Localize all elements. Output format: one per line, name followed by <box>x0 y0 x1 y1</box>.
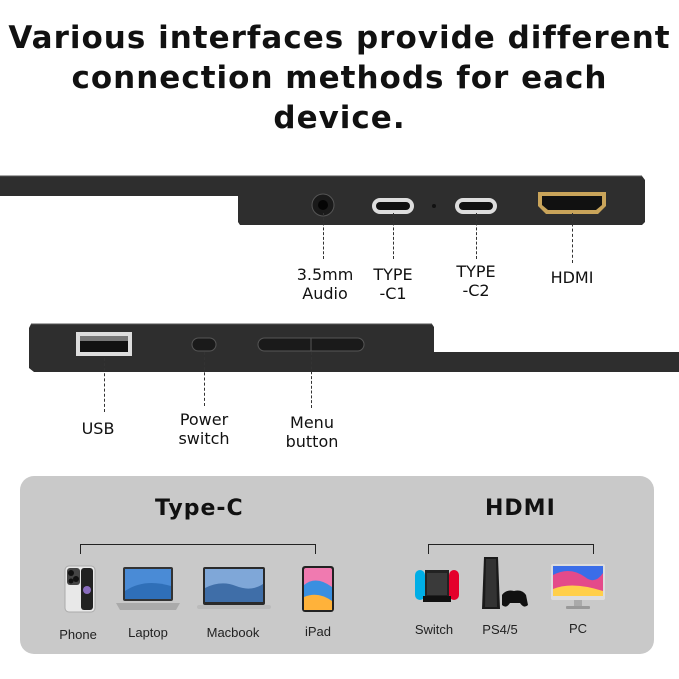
playstation-icon <box>482 557 528 609</box>
hdmi-section-title: HDMI <box>485 496 556 521</box>
type-c2-port-icon <box>455 198 497 214</box>
power-switch-icon <box>191 337 217 352</box>
laptop-label: Laptop <box>128 625 168 640</box>
laptop-icon <box>116 567 180 610</box>
type-c1-label: TYPE-C1 <box>373 265 413 303</box>
hdmi-leader-line <box>572 213 573 263</box>
audio-leader-line <box>323 213 324 259</box>
usb-port-icon <box>76 332 132 356</box>
headline-line-2: connection methods for each device. <box>71 60 608 136</box>
hdmi-port-label: HDMI <box>550 268 594 287</box>
compatibility-panel <box>20 476 654 654</box>
power-leader-line <box>204 352 205 406</box>
ipad-label: iPad <box>304 624 332 639</box>
audio-jack-icon <box>311 193 335 217</box>
pc-monitor-icon <box>551 564 605 609</box>
switch-label: Switch <box>414 622 454 637</box>
hdmi-bracket <box>428 544 594 554</box>
ps4-5-label: PS4/5 <box>482 622 518 637</box>
menu-button-icon <box>257 337 365 352</box>
hdmi-port-icon <box>538 192 606 214</box>
menu-leader-line <box>311 352 312 408</box>
switch-console-icon <box>415 570 459 602</box>
headline-line-1: Various interfaces provide different <box>8 20 671 56</box>
macbook-icon <box>197 567 271 609</box>
monitor-side-edge <box>29 323 679 372</box>
type-c-section-title: Type-C <box>155 496 244 521</box>
ipad-icon <box>302 566 334 612</box>
type-c2-label: TYPE-C2 <box>456 262 496 300</box>
type-c1-leader-line <box>393 213 394 259</box>
macbook-label: Macbook <box>206 625 260 640</box>
indicator-dot-icon <box>432 204 436 208</box>
phone-icon <box>64 565 96 613</box>
type-c2-leader-line <box>476 213 477 259</box>
type-c1-port-icon <box>372 198 414 214</box>
monitor-top-edge <box>0 175 645 225</box>
type-c-bracket <box>80 544 316 554</box>
usb-leader-line <box>104 358 105 412</box>
phone-label: Phone <box>59 627 97 642</box>
pc-label: PC <box>568 621 588 636</box>
usb-label: USB <box>81 419 115 438</box>
